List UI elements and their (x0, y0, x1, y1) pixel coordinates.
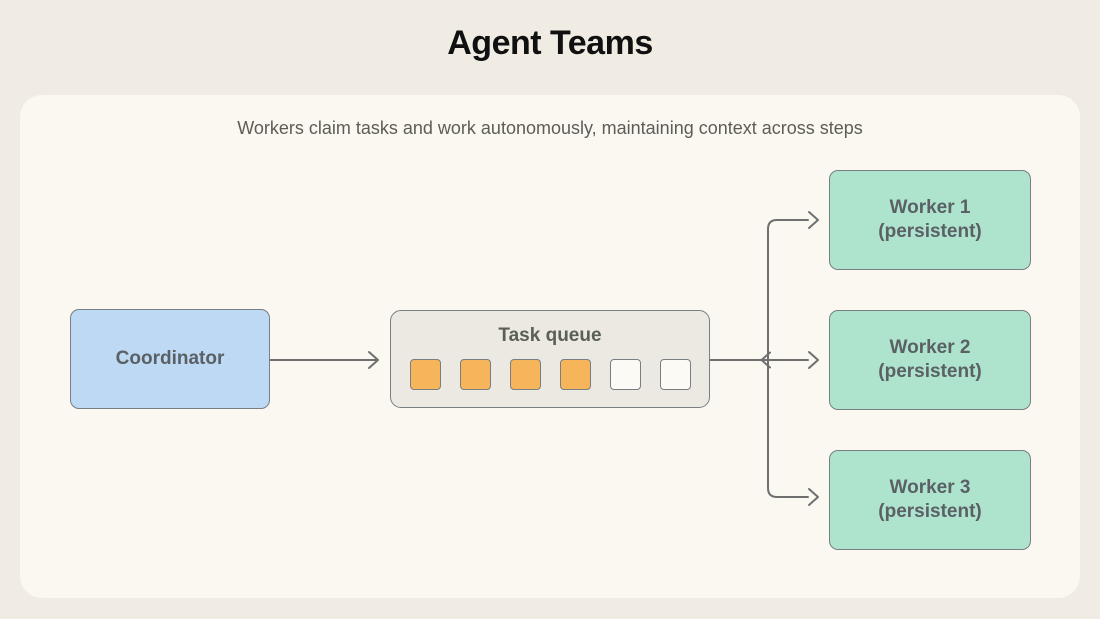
task-queue-slots (409, 358, 691, 390)
worker-1-sublabel: (persistent) (878, 221, 982, 242)
worker-3-label: Worker 3 (889, 477, 971, 499)
queue-slot-empty (659, 358, 691, 390)
queue-slot-empty (609, 358, 641, 390)
task-queue-node: Task queue (390, 310, 710, 408)
page-title: Agent Teams (447, 24, 653, 62)
queue-slot-filled (409, 358, 441, 390)
queue-slot-filled (509, 358, 541, 390)
queue-slot-filled (459, 358, 491, 390)
worker-1-label: Worker 1 (889, 197, 971, 219)
worker-3-sublabel: (persistent) (878, 501, 982, 522)
worker-2-label: Worker 2 (889, 337, 971, 359)
worker-2-sublabel: (persistent) (878, 361, 982, 382)
worker-3-node: Worker 3 (persistent) (829, 450, 1031, 550)
coordinator-label: Coordinator (115, 348, 225, 370)
worker-2-node: Worker 2 (persistent) (829, 310, 1031, 410)
coordinator-node: Coordinator (70, 309, 270, 409)
worker-1-node: Worker 1 (persistent) (829, 170, 1031, 270)
queue-slot-filled (559, 358, 591, 390)
diagram-subtitle: Workers claim tasks and work autonomousl… (237, 118, 863, 138)
task-queue-label: Task queue (498, 325, 602, 346)
